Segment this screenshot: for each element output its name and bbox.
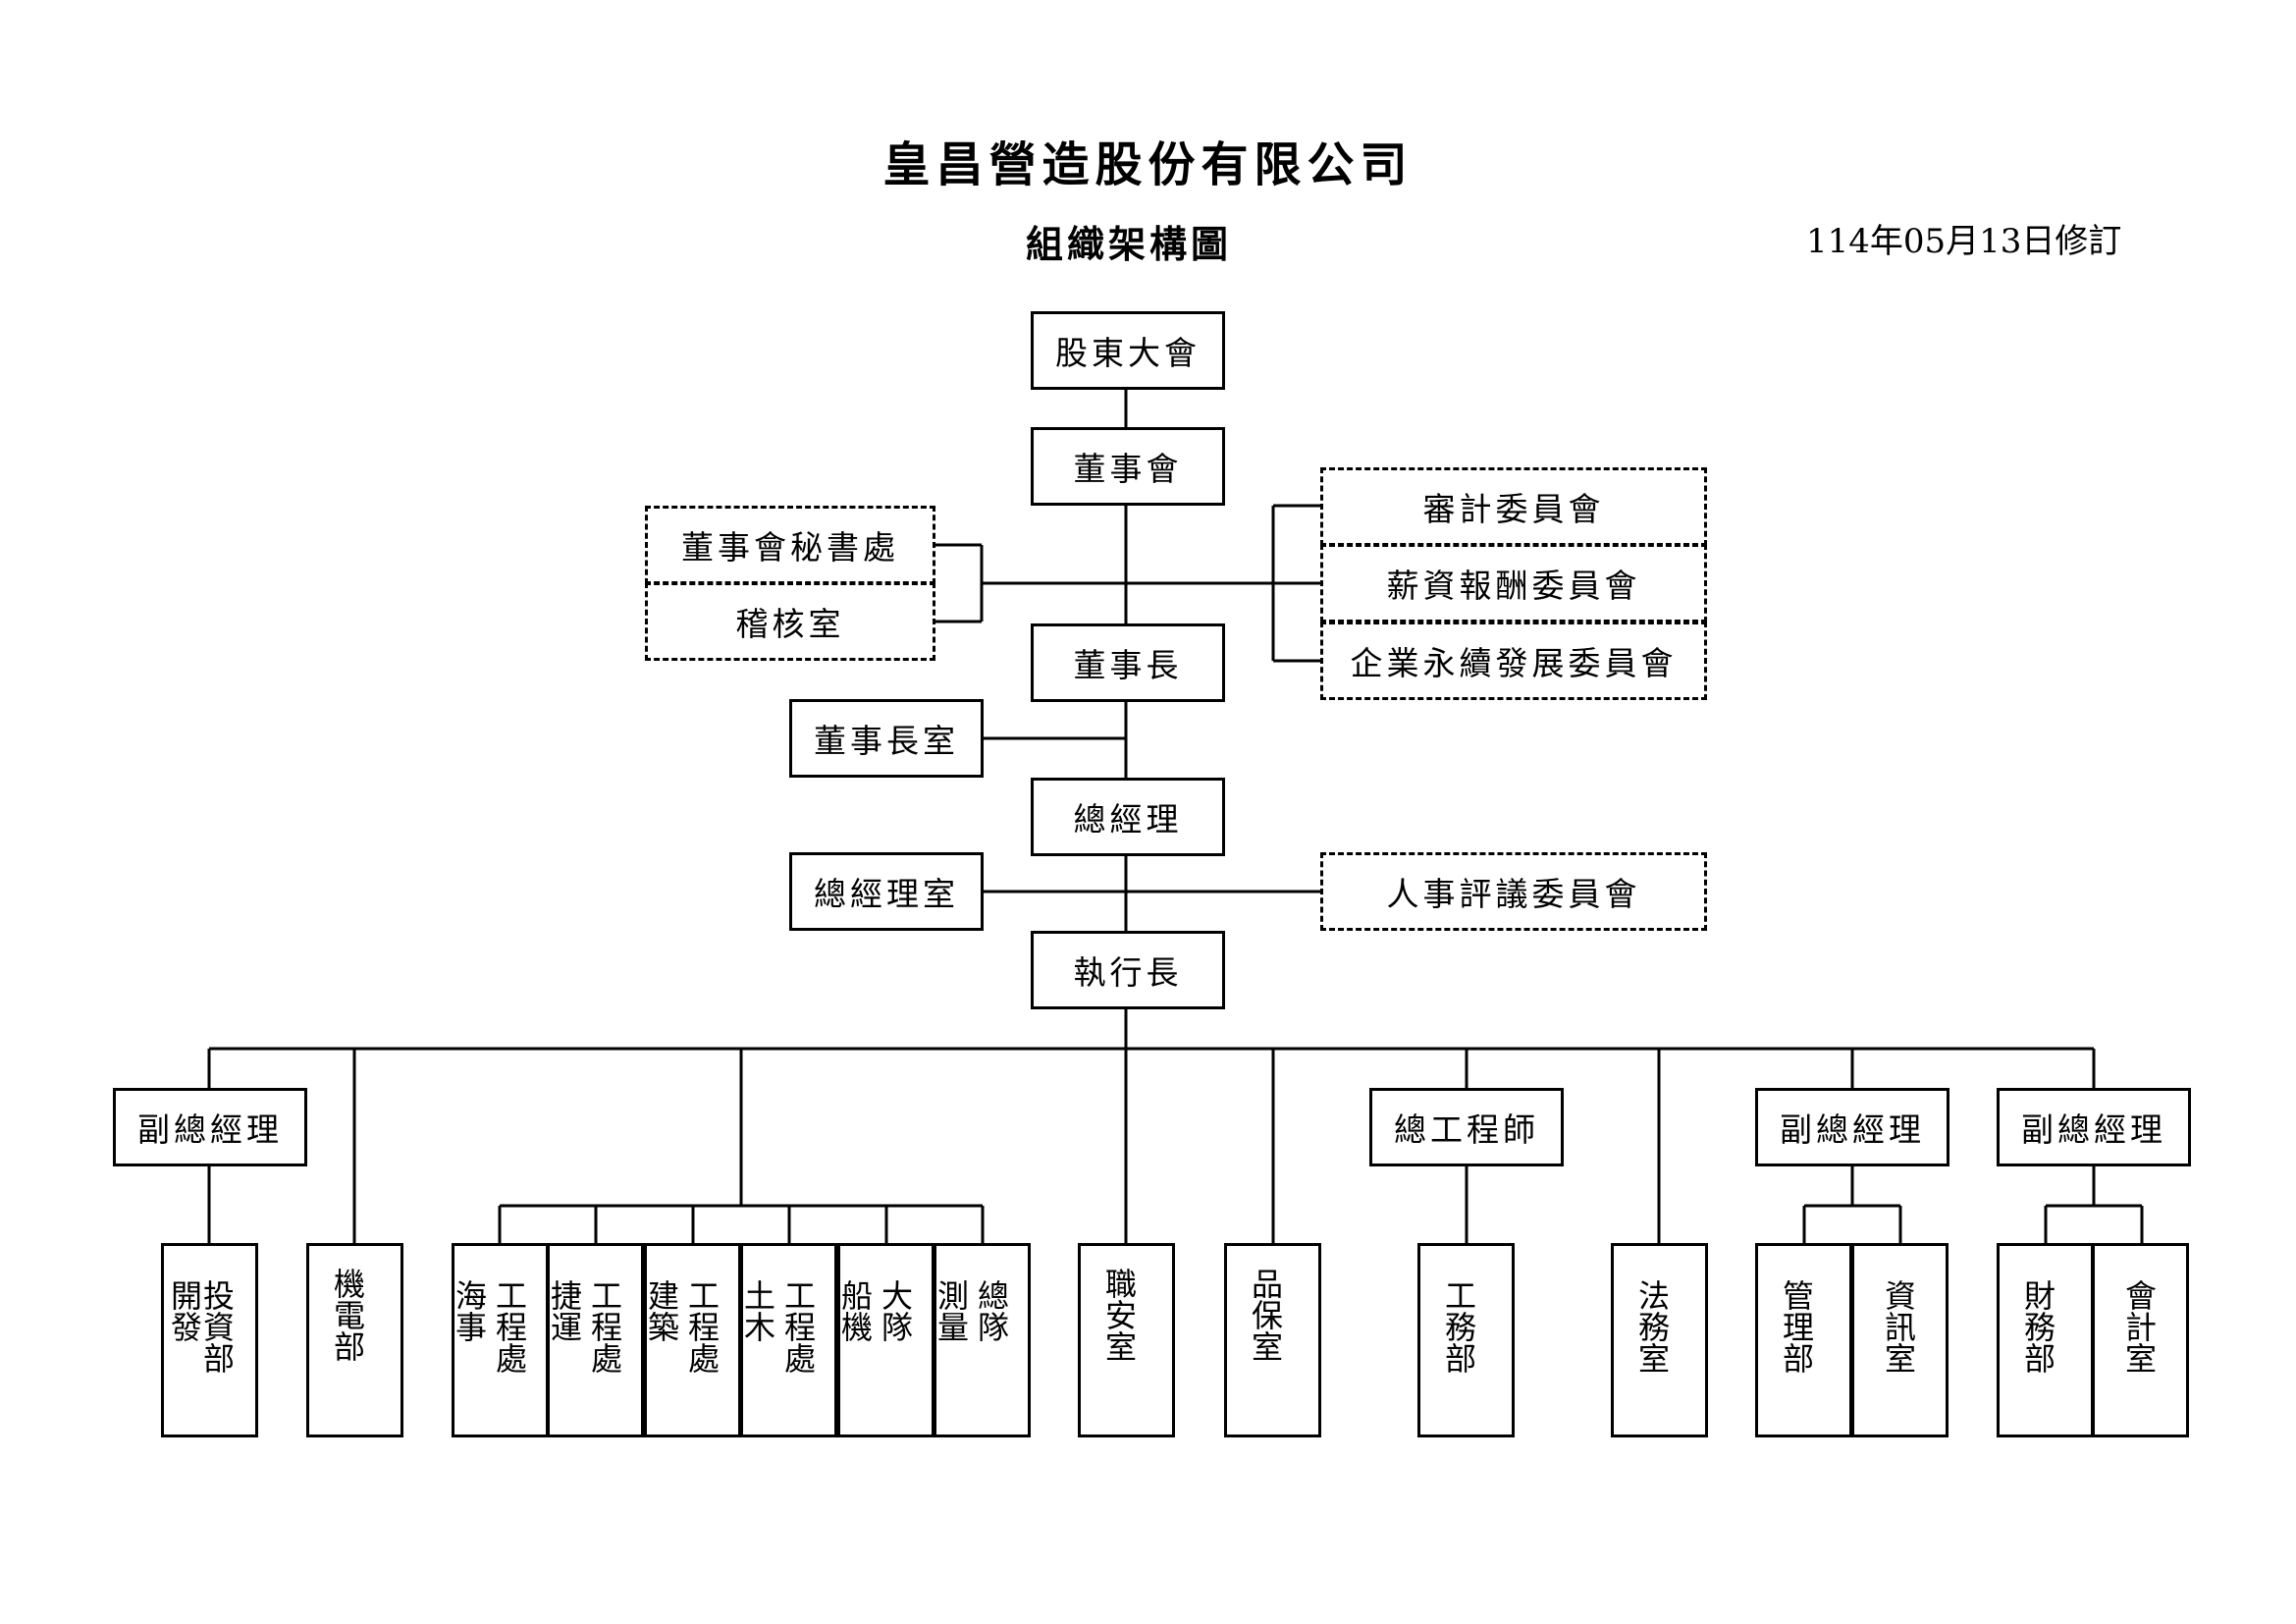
- department-label: 土木: [739, 1279, 776, 1342]
- department-label: 工程處: [586, 1279, 623, 1374]
- department-label: 投資部: [198, 1279, 236, 1374]
- occupational-safety-office-box: 職安室: [1078, 1243, 1175, 1437]
- accounting-office-box: 會計室: [2092, 1243, 2189, 1437]
- legal-office-box: 法務室: [1611, 1243, 1708, 1437]
- department-label: 管理部: [1778, 1279, 1815, 1374]
- mrt-engineering-division-box: 工程處 捷運: [546, 1243, 644, 1437]
- marine-engineering-division-box: 工程處 海事: [451, 1243, 549, 1437]
- vice-president-box: 副總經理: [1997, 1088, 2191, 1166]
- audit-office-box: 稽核室: [645, 582, 935, 661]
- vice-president-box: 副總經理: [113, 1088, 307, 1166]
- department-label: 工程處: [683, 1279, 721, 1374]
- department-label: 財務部: [2019, 1279, 2056, 1374]
- ceo-box: 執行長: [1031, 931, 1225, 1009]
- remuneration-committee-box: 薪資報酬委員會: [1320, 544, 1707, 623]
- investment-development-dept-box: 投資部 開發: [161, 1243, 258, 1437]
- vessel-machinery-brigade-box: 大隊 船機: [836, 1243, 934, 1437]
- department-label: 工程處: [491, 1279, 528, 1374]
- information-office-box: 資訊室: [1851, 1243, 1949, 1437]
- department-label: 捷運: [546, 1279, 583, 1342]
- department-label: 會計室: [2120, 1279, 2158, 1374]
- department-label: 機電部: [329, 1268, 366, 1362]
- department-label: 測量: [933, 1279, 970, 1342]
- president-box: 總經理: [1031, 778, 1225, 856]
- chief-engineer-box: 總工程師: [1369, 1088, 1564, 1166]
- civil-engineering-division-box: 工程處 土木: [739, 1243, 837, 1437]
- department-label: 資訊室: [1880, 1279, 1917, 1374]
- department-label: 工務部: [1440, 1279, 1477, 1374]
- department-label: 品保室: [1247, 1268, 1284, 1362]
- department-label: 船機: [836, 1279, 874, 1342]
- department-label: 建築: [643, 1279, 680, 1342]
- chairman-box: 董事長: [1031, 623, 1225, 702]
- audit-committee-box: 審計委員會: [1320, 467, 1707, 546]
- vice-president-box: 副總經理: [1755, 1088, 1949, 1166]
- board-secretariat-box: 董事會秘書處: [645, 506, 935, 584]
- department-label: 法務室: [1633, 1279, 1671, 1374]
- finance-dept-box: 財務部: [1997, 1243, 2094, 1437]
- mechanical-electrical-dept-box: 機電部: [306, 1243, 403, 1437]
- chairman-office-box: 董事長室: [789, 699, 984, 778]
- chart-title: 組織架構圖: [1025, 222, 1232, 266]
- survey-corps-box: 總隊 測量: [933, 1243, 1031, 1437]
- engineering-affairs-dept-box: 工務部: [1417, 1243, 1515, 1437]
- department-label: 海事: [451, 1279, 488, 1342]
- department-label: 開發: [166, 1279, 203, 1342]
- department-label: 職安室: [1100, 1268, 1138, 1362]
- department-label: 工程處: [779, 1279, 817, 1374]
- board-of-directors-box: 董事會: [1031, 427, 1225, 506]
- company-name: 皇昌營造股份有限公司: [882, 137, 1414, 192]
- president-office-box: 總經理室: [789, 852, 984, 931]
- personnel-committee-box: 人事評議委員會: [1320, 852, 1707, 931]
- shareholders-meeting-box: 股東大會: [1031, 311, 1225, 390]
- department-label: 總隊: [973, 1279, 1010, 1342]
- management-dept-box: 管理部: [1755, 1243, 1852, 1437]
- quality-assurance-office-box: 品保室: [1224, 1243, 1321, 1437]
- sustainability-committee-box: 企業永續發展委員會: [1320, 622, 1707, 700]
- revision-date: 114年05月13日修訂: [1806, 222, 2122, 261]
- building-engineering-division-box: 工程處 建築: [643, 1243, 741, 1437]
- department-label: 大隊: [877, 1279, 914, 1342]
